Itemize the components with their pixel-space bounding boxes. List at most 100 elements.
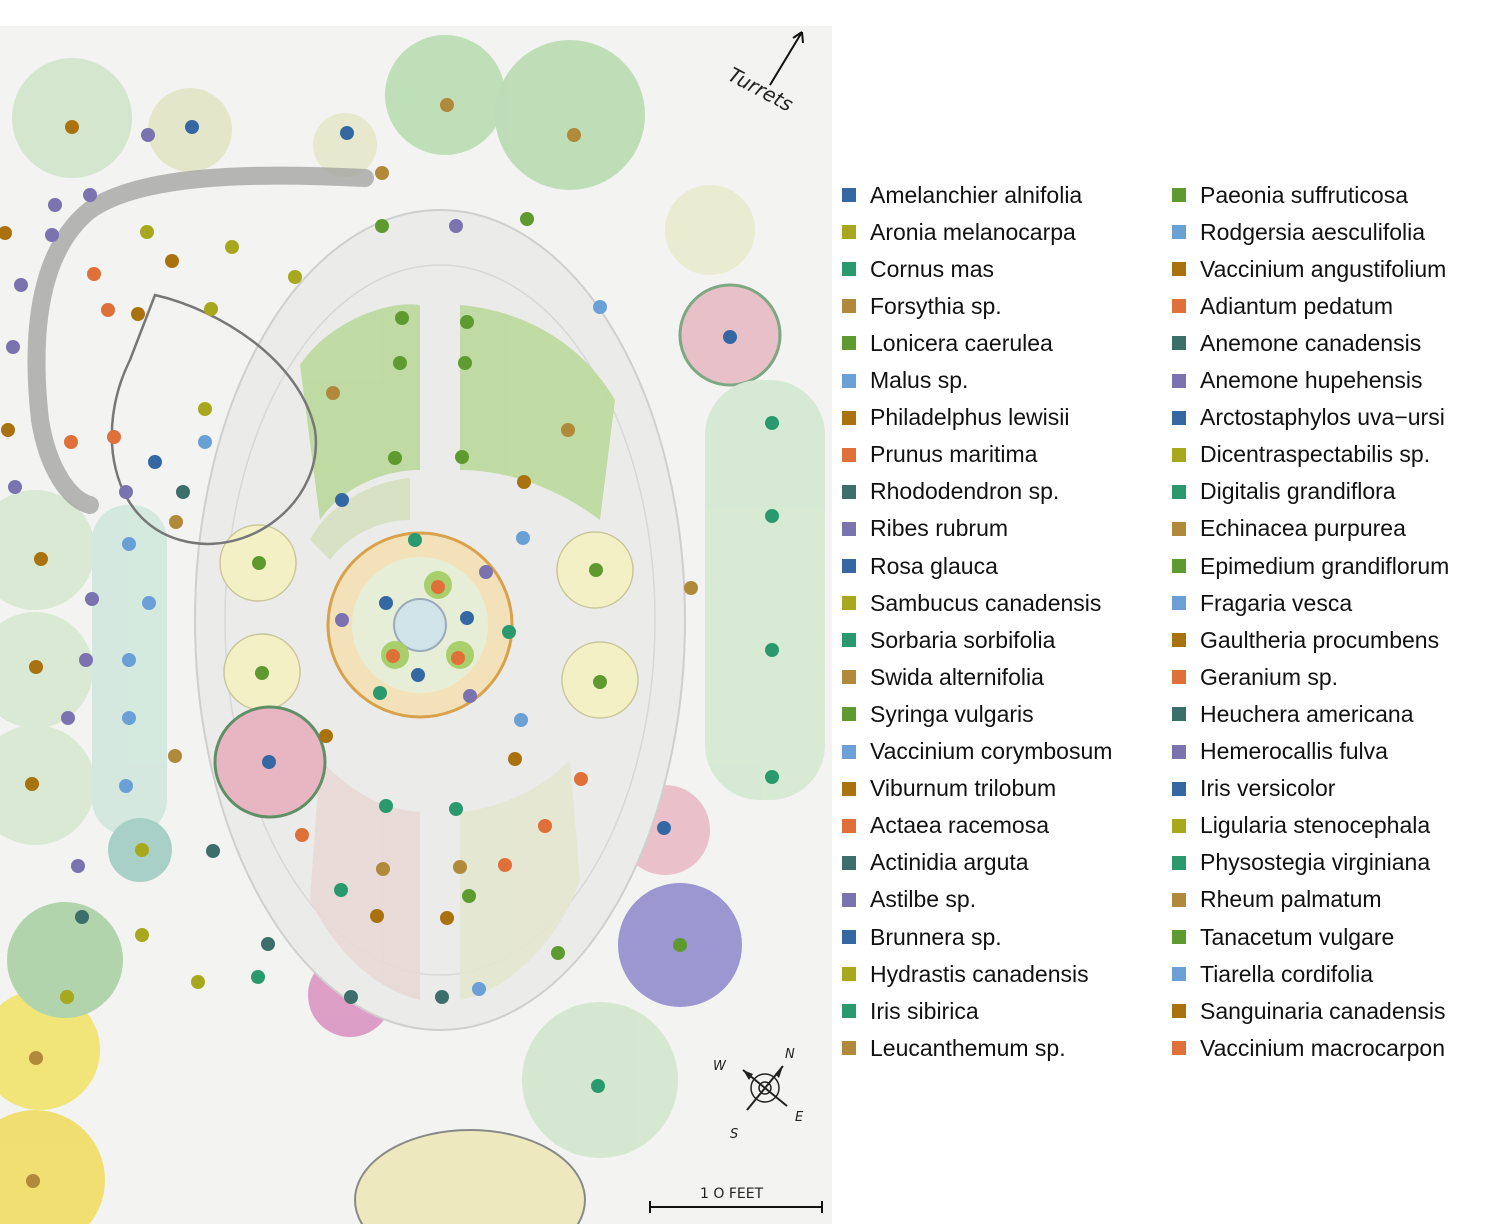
- plant-marker: [119, 485, 133, 499]
- legend-item: Lonicera caerulea: [842, 328, 1053, 358]
- plant-marker: [225, 240, 239, 254]
- legend-swatch: [1172, 299, 1186, 314]
- legend-label: Syringa vulgaris: [870, 700, 1034, 727]
- sketch-outline: [110, 293, 318, 546]
- legend-item: Iris versicolor: [1172, 774, 1335, 804]
- plant-marker: [393, 356, 407, 370]
- plant-marker: [765, 770, 779, 784]
- legend-item: Leucanthemum sp.: [842, 1033, 1066, 1063]
- plant-marker: [538, 819, 552, 833]
- plant-marker: [8, 480, 22, 494]
- legend-item: Syringa vulgaris: [842, 699, 1034, 729]
- plant-marker: [135, 928, 149, 942]
- plant-marker: [0, 226, 12, 240]
- legend-swatch: [1172, 707, 1186, 722]
- plant-marker: [60, 990, 74, 1004]
- plant-marker: [335, 493, 349, 507]
- legend-label: Vaccinium angustifolium: [1200, 255, 1447, 282]
- plant-marker: [440, 911, 454, 925]
- legend-label: Actaea racemosa: [870, 812, 1049, 839]
- legend-label: Adiantum pedatum: [1200, 292, 1394, 319]
- plant-marker: [657, 821, 671, 835]
- legend-swatch: [1172, 410, 1186, 425]
- plant-marker: [326, 386, 340, 400]
- plant-marker: [288, 270, 302, 284]
- legend-item: Heuchera americana: [1172, 699, 1414, 729]
- scale-bar: 1 O FEET: [649, 1186, 823, 1213]
- legend-swatch: [842, 336, 856, 351]
- legend-swatch: [842, 188, 856, 202]
- legend-item: Echinacea purpurea: [1172, 514, 1406, 544]
- legend-label: Actinidia arguta: [870, 849, 1029, 876]
- legend-label: Leucanthemum sp.: [870, 1034, 1066, 1061]
- legend-item: Rosa glauca: [842, 551, 998, 581]
- legend-label: Paeonia suffruticosa: [1200, 181, 1408, 208]
- legend-item: Sorbaria sorbifolia: [842, 625, 1055, 655]
- legend-label: Rodgersia aesculifolia: [1200, 218, 1426, 245]
- plant-marker: [65, 120, 79, 134]
- plant-marker: [458, 356, 472, 370]
- legend-label: Anemone hupehensis: [1200, 367, 1423, 393]
- plant-marker: [122, 711, 136, 725]
- plant-marker: [551, 946, 565, 960]
- plant-marker: [508, 752, 522, 766]
- legend-item: Actaea racemosa: [842, 811, 1049, 841]
- plant-marker: [142, 596, 156, 610]
- legend-swatch: [842, 855, 856, 870]
- legend-label: Ribes rubrum: [870, 515, 1009, 542]
- plant-marker: [141, 128, 155, 142]
- plant-marker: [567, 128, 581, 142]
- legend-swatch: [1172, 818, 1186, 833]
- plant-marker: [449, 802, 463, 816]
- plant-marker: [1, 423, 15, 437]
- legend-label: Philadelphus lewisii: [870, 404, 1070, 431]
- legend-item: Dicentraspectabilis sp.: [1172, 440, 1430, 470]
- legend-swatch: [1172, 373, 1186, 388]
- plant-marker: [34, 552, 48, 566]
- legend-swatch: [1172, 1004, 1186, 1019]
- legend-label: Epimedium grandiflorum: [1200, 552, 1450, 579]
- legend-item: Astilbe sp.: [842, 885, 976, 915]
- legend-swatch: [842, 892, 856, 907]
- legend-swatch: [842, 707, 856, 722]
- plant-marker: [26, 1174, 40, 1188]
- legend-label: Rhododendron sp.: [870, 478, 1060, 505]
- plant-marker: [252, 556, 266, 570]
- legend-label: Aronia melanocarpa: [870, 218, 1076, 245]
- legend-label: Anemone canadensis: [1200, 329, 1422, 356]
- legend-label: Echinacea purpurea: [1200, 515, 1406, 542]
- legend-label: Forsythia sp.: [870, 292, 1002, 319]
- legend-swatch: [1172, 855, 1186, 870]
- plant-marker: [463, 689, 477, 703]
- legend-item: Adiantum pedatum: [1172, 291, 1393, 321]
- plant-marker: [122, 653, 136, 667]
- plant-marker: [206, 844, 220, 858]
- plant-marker: [29, 660, 43, 674]
- plant-marker: [344, 990, 358, 1004]
- legend-label: Brunnera sp.: [870, 923, 1002, 950]
- legend-swatch: [1172, 744, 1186, 759]
- plant-markers: [0, 98, 779, 1188]
- legend-item: Epimedium grandiflorum: [1172, 551, 1449, 581]
- plant-marker: [684, 581, 698, 595]
- plant-marker: [64, 435, 78, 449]
- plant-marker: [169, 515, 183, 529]
- legend-swatch: [842, 521, 856, 536]
- plant-marker: [591, 1079, 605, 1093]
- plant-marker: [373, 686, 387, 700]
- plant-marker: [593, 300, 607, 314]
- plant-marker: [431, 580, 445, 594]
- legend-label: Tanacetum vulgare: [1200, 923, 1395, 950]
- plant-marker: [451, 651, 465, 665]
- legend-item: Arctostaphylos uva−ursi: [1172, 403, 1445, 433]
- plant-marker: [440, 98, 454, 112]
- plant-marker: [673, 938, 687, 952]
- legend-label: Prunus maritima: [870, 441, 1038, 468]
- legend-label: Dicentraspectabilis sp.: [1200, 441, 1431, 468]
- plant-marker: [140, 225, 154, 239]
- legend-swatch: [1172, 967, 1186, 982]
- legend-item: Ligularia stenocephala: [1172, 811, 1430, 841]
- legend-label: Rheum palmatum: [1200, 886, 1382, 913]
- legend-item: Vaccinium macrocarpon: [1172, 1033, 1445, 1063]
- legend-swatch: [1172, 225, 1186, 240]
